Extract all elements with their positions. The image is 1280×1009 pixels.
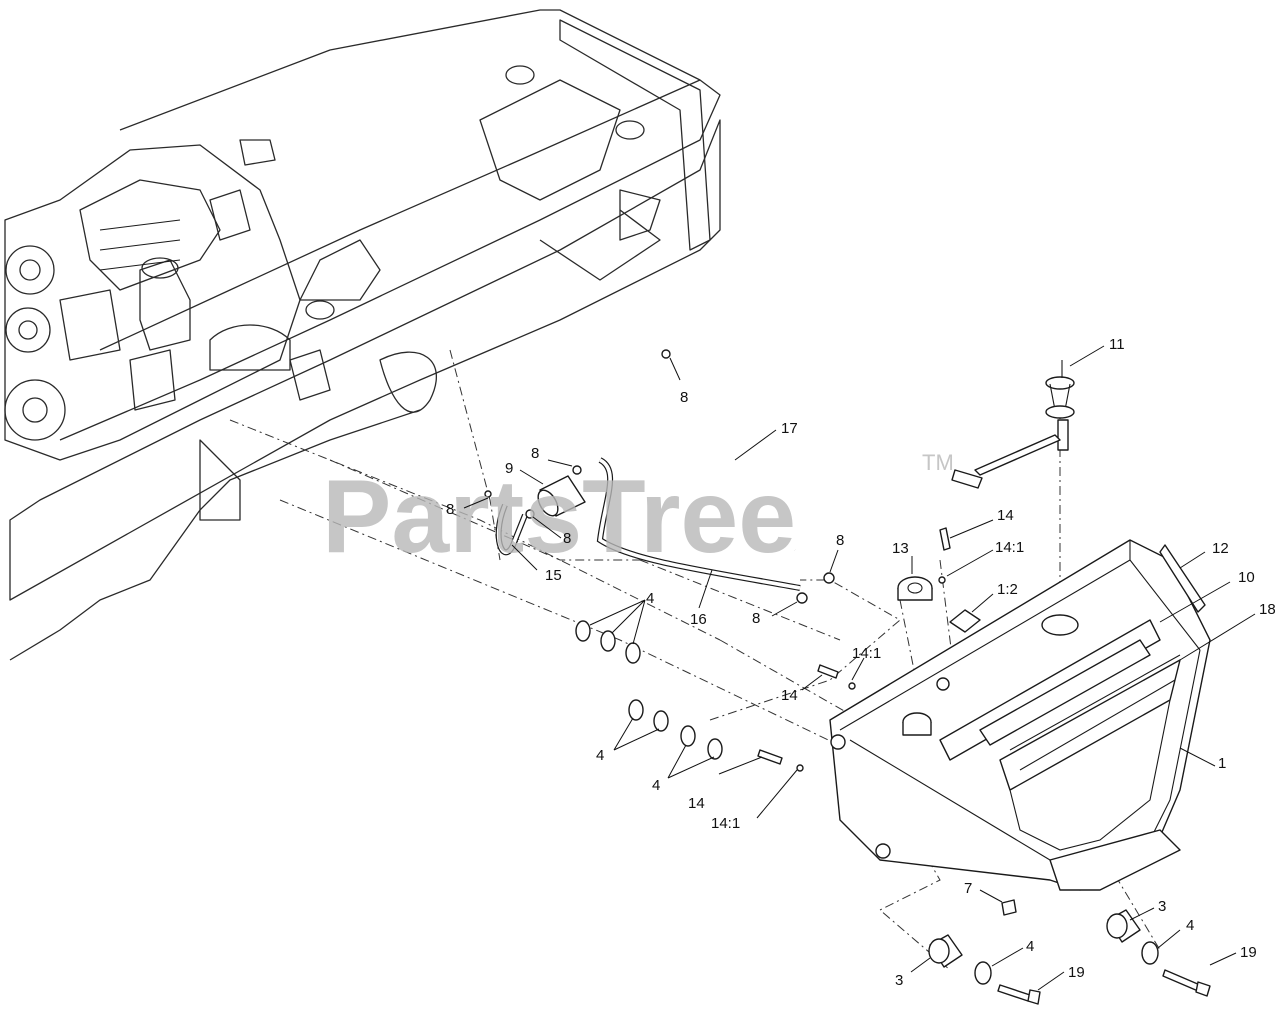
fuel-filter bbox=[537, 475, 586, 517]
callout-4: 4 bbox=[1186, 917, 1194, 934]
callout-1: 1 bbox=[1218, 755, 1226, 772]
fuel-sender bbox=[951, 360, 1075, 489]
callout-8: 8 bbox=[752, 610, 760, 627]
callout-8: 8 bbox=[680, 389, 688, 406]
watermark-text: PartsTree bbox=[322, 459, 796, 575]
hoses bbox=[495, 344, 801, 591]
fittings bbox=[757, 527, 951, 772]
callout-labels: 11 8 17 8 9 8 8 15 8 8 16 14 14:1 13 12 … bbox=[446, 336, 1276, 989]
callout-4: 4 bbox=[652, 777, 660, 794]
washers bbox=[575, 620, 1159, 985]
callout-14: 14 bbox=[781, 687, 798, 704]
engine-assembly bbox=[4, 139, 301, 461]
mounts-and-bolts bbox=[928, 899, 1211, 1005]
callout-8: 8 bbox=[446, 501, 454, 518]
callout-7: 7 bbox=[964, 880, 972, 897]
callout-18: 18 bbox=[1259, 601, 1276, 618]
callout-19: 19 bbox=[1068, 964, 1085, 981]
callout-4: 4 bbox=[596, 747, 604, 764]
callout-11: 11 bbox=[1109, 336, 1125, 353]
watermark-trademark: TM bbox=[922, 450, 954, 475]
callout-13: 13 bbox=[892, 540, 909, 557]
callout-3: 3 bbox=[895, 972, 903, 989]
fuel-tank bbox=[829, 539, 1211, 891]
callout-15: 15 bbox=[545, 567, 562, 584]
callout-8: 8 bbox=[531, 445, 539, 462]
callout-8: 8 bbox=[836, 532, 844, 549]
callout-leaders bbox=[463, 345, 1256, 991]
callout-3: 3 bbox=[1158, 898, 1166, 915]
callout-14-1: 14:1 bbox=[852, 645, 881, 662]
callout-8: 8 bbox=[563, 530, 571, 547]
callout-10: 10 bbox=[1238, 569, 1255, 586]
callout-4: 4 bbox=[1026, 938, 1034, 955]
callout-9: 9 bbox=[505, 460, 513, 477]
fuel-cap bbox=[897, 576, 933, 601]
callout-14: 14 bbox=[997, 507, 1014, 524]
hose-clamps bbox=[484, 349, 835, 604]
callout-4: 4 bbox=[646, 590, 654, 607]
callout-19: 19 bbox=[1240, 944, 1257, 961]
callout-14: 14 bbox=[688, 795, 705, 812]
callout-12: 12 bbox=[1212, 540, 1229, 557]
callout-14-1: 14:1 bbox=[995, 539, 1024, 556]
callout-17: 17 bbox=[781, 420, 798, 437]
callout-1-2: 1:2 bbox=[997, 581, 1018, 598]
callout-14-1: 14:1 bbox=[711, 815, 740, 832]
callout-16: 16 bbox=[690, 611, 707, 628]
